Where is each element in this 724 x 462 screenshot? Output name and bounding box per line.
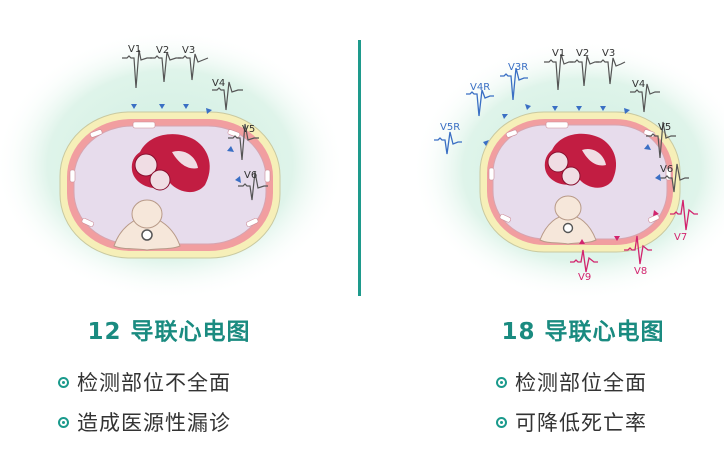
lead-label-v2: V2 [576, 48, 589, 59]
electrode-markers [131, 104, 241, 183]
lead-labels-standard: V1 V2 V3 V4 V5 V6 [552, 48, 673, 175]
title-12-lead: 12 导联心电图 [87, 319, 251, 345]
panel-divider [358, 40, 361, 296]
title-18-lead: 18 导联心电图 [501, 319, 665, 345]
bullet-list-18-lead: 检测部位全面 可降低死亡率 [496, 362, 647, 442]
lead-label-v5r: V5R [440, 122, 460, 133]
heart-shape [131, 134, 210, 193]
bullet-dot-icon [58, 416, 69, 428]
lead-label-v7: V7 [674, 232, 687, 243]
spine [539, 195, 597, 245]
lead-label-v4r: V4R [470, 82, 490, 93]
lead-labels-right: V3R V4R V5R [440, 62, 528, 133]
lead-label-v9: V9 [578, 272, 591, 283]
lead-label-v1: V1 [552, 48, 565, 59]
ecg-traces [122, 49, 268, 201]
lead-label-v1: V1 [128, 44, 141, 55]
bullet-list-12-lead: 检测部位不全面 造成医源性漏诊 [58, 362, 231, 442]
bullet-dot-icon [58, 376, 69, 388]
lead-label-v8: V8 [634, 266, 647, 277]
panel-18-lead: V1 V2 V3 V4 V5 V6 V3R V4R V5R V7 V8 V9 1… [362, 0, 724, 462]
lead-label-v6: V6 [660, 164, 673, 175]
spine [113, 199, 181, 251]
lead-label-v4: V4 [632, 79, 645, 90]
panel-12-lead: V1 V2 V3 V4 V5 V6 12 导联心电图 检测部位不全面 造成医源性… [0, 30, 345, 442]
lead-label-v3: V3 [182, 45, 195, 56]
chest-cross-section [479, 111, 681, 253]
lead-label-v3: V3 [602, 48, 615, 59]
chest-diagram-12-lead: V1 V2 V3 V4 V5 V6 [0, 30, 345, 300]
bullet-text: 检测部位不全面 [77, 371, 231, 395]
lead-label-v5: V5 [242, 124, 255, 135]
ecg-traces-standard [544, 53, 689, 193]
bullet-dot-icon [496, 376, 507, 388]
list-item: 可降低死亡率 [496, 402, 647, 442]
bullet-text: 可降低死亡率 [515, 411, 647, 435]
list-item: 检测部位不全面 [58, 362, 231, 402]
lead-label-v2: V2 [156, 45, 169, 56]
lead-label-v4: V4 [212, 78, 225, 89]
ecg-traces-right [434, 67, 528, 155]
lead-labels: V1 V2 V3 V4 V5 V6 [128, 44, 257, 181]
lead-label-v6: V6 [244, 170, 257, 181]
chest-diagram-18-lead: V1 V2 V3 V4 V5 V6 V3R V4R V5R V7 V8 V9 [412, 40, 724, 300]
electrode-markers [483, 104, 661, 244]
heart-shape [544, 133, 617, 188]
ecg-traces-posterior [570, 199, 698, 273]
lead-label-v5: V5 [658, 122, 671, 133]
lead-label-v3r: V3R [508, 62, 528, 73]
bullet-text: 检测部位全面 [515, 371, 647, 395]
chest-cross-section [59, 111, 281, 259]
bullet-dot-icon [496, 416, 507, 428]
list-item: 检测部位全面 [496, 362, 647, 402]
lead-labels-posterior: V7 V8 V9 [578, 232, 687, 283]
list-item: 造成医源性漏诊 [58, 402, 231, 442]
bullet-text: 造成医源性漏诊 [77, 411, 231, 435]
